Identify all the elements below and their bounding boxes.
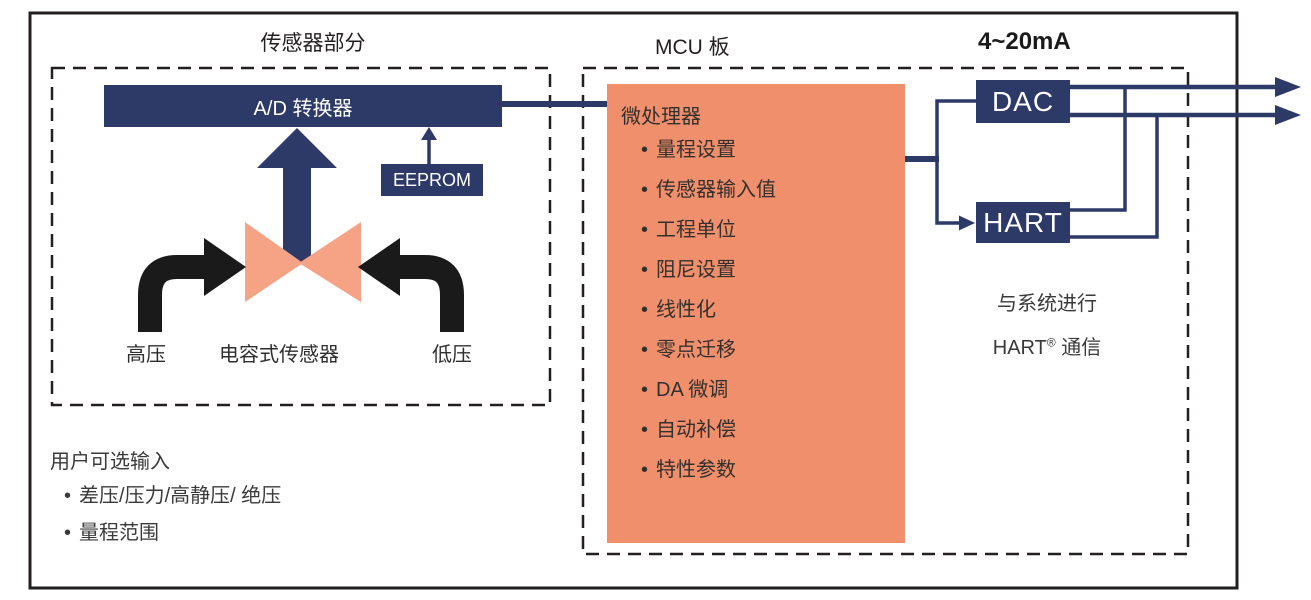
user-input-list: 差压/压力/高静压/ 绝压 量程范围 [64, 486, 281, 560]
mcu-section-dashed-box [581, 66, 1190, 556]
output-arrowhead-2 [1275, 105, 1301, 125]
high-pressure-arrowhead [204, 238, 246, 296]
hart-loop-line-1 [1070, 89, 1127, 212]
eeprom-label: EEPROM [392, 169, 471, 190]
sensor-section-title: 传感器部分 [260, 32, 366, 55]
feature-item: DA 微调 [641, 380, 776, 400]
user-input-item: 量程范围 [64, 523, 281, 543]
mcu-section-title: MCU 板 [655, 36, 730, 59]
low-pressure-label: 低压 [432, 344, 472, 366]
dac-label: DAC [991, 85, 1055, 117]
user-input-title: 用户可选输入 [50, 451, 170, 473]
capacitive-sensor-bowtie-right [299, 222, 361, 302]
low-pressure-arrow-shaft [398, 255, 464, 332]
high-pressure-arrow-shaft [138, 255, 206, 332]
low-pressure-arrowhead [358, 238, 400, 296]
hart-note-suffix: 通信 [1055, 337, 1102, 359]
feature-item: 阻尼设置 [641, 260, 776, 280]
high-pressure-label: 高压 [126, 344, 166, 366]
hart-note-word: HART [992, 337, 1047, 359]
hart-communication-note: 与系统进行 HART® 通信 [952, 287, 1142, 360]
feature-item: 工程单位 [641, 220, 776, 240]
adc-converter-label: A/D 转换器 [253, 97, 353, 120]
output-section-title: 4~20mA [978, 28, 1071, 55]
hart-label: HART [983, 206, 1063, 238]
microprocessor-feature-list: 量程设置 传感器输入值 工程单位 阻尼设置 线性化 零点迁移 DA 微调 自动补… [641, 140, 776, 500]
hart-note-line1: 与系统进行 [997, 293, 1097, 315]
feature-item: 特性参数 [641, 460, 776, 480]
microprocessor-title: 微处理器 [621, 106, 701, 128]
feature-item: 量程设置 [641, 140, 776, 160]
eeprom-block: EEPROM [381, 164, 483, 196]
output-arrowhead-1 [1275, 77, 1301, 97]
user-input-item: 差压/压力/高静压/ 绝压 [64, 486, 281, 506]
sensor-section-dashed-box [50, 66, 552, 407]
capacitive-sensor-label: 电容式传感器 [219, 344, 339, 366]
capacitive-sensor-bowtie-left [245, 222, 303, 302]
feature-item: 零点迁移 [641, 340, 776, 360]
feature-item: 传感器输入值 [641, 180, 776, 200]
outer-frame [28, 11, 1239, 590]
registered-trademark-symbol: ® [1046, 335, 1056, 350]
adc-converter-block: A/D 转换器 [104, 85, 502, 127]
branch-to-dac-hart-line [935, 99, 976, 225]
hart-loop-line-2 [1070, 117, 1159, 239]
hart-note-line2: HART® 通信 [952, 331, 1142, 360]
sensor-to-adc-arrow-shaft [283, 164, 311, 264]
hart-block: HART [976, 202, 1070, 243]
sensor-to-adc-arrowhead [257, 128, 337, 168]
dac-block: DAC [976, 80, 1070, 123]
feature-item: 自动补偿 [641, 420, 776, 440]
eeprom-arrowhead [421, 127, 437, 140]
microprocessor-block: 微处理器 量程设置 传感器输入值 工程单位 阻尼设置 线性化 零点迁移 DA 微… [607, 84, 905, 543]
feature-item: 线性化 [641, 300, 776, 320]
hart-input-arrowhead [959, 215, 975, 231]
